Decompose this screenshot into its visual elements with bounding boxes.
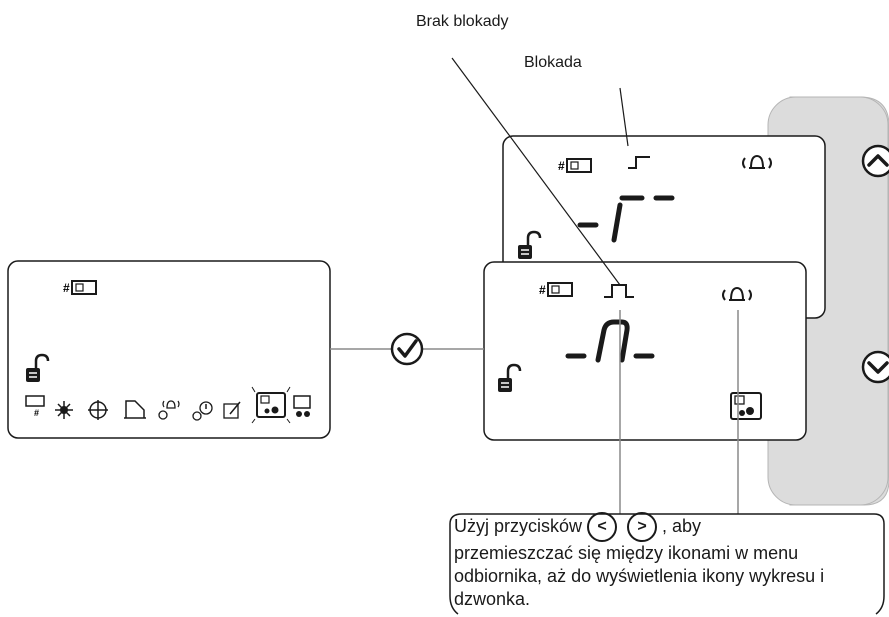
sun-icon: [55, 401, 73, 419]
door-frame-icon: [124, 400, 146, 419]
display-front: #: [483, 261, 807, 441]
svg-text:#: #: [558, 159, 565, 173]
callout-text-after: , aby: [662, 515, 702, 536]
camera-gear-icon: [730, 392, 762, 420]
segment-n: [595, 319, 630, 363]
callout-text-start: Użyj przycisków: [454, 515, 583, 536]
lock-pointer: [619, 87, 629, 147]
lock-signal-icon: [628, 156, 650, 169]
monitor-gear-icon: [293, 395, 311, 417]
unlock-icon: [26, 353, 50, 382]
segment-r: [611, 195, 645, 243]
camera-hash-icon: #: [63, 280, 97, 295]
no-lock-pointer: [451, 57, 621, 286]
callout-box: [449, 513, 885, 615]
chevron-down-icon: [867, 361, 889, 374]
timer-bell-icon: [158, 400, 180, 420]
callout-text: Użyj przycisków< >, aby przemieszczać się…: [454, 512, 884, 611]
chevron-right-icon: >: [627, 512, 658, 542]
crosshair-icon: [88, 400, 108, 420]
camera-hash-icon: #: [539, 282, 573, 297]
display-left: # #: [7, 260, 331, 439]
svg-text:#: #: [63, 281, 70, 295]
confirm-button[interactable]: [390, 332, 424, 366]
svg-text:#: #: [539, 283, 546, 297]
unlock-icon: [518, 230, 542, 259]
edit-icon: [223, 401, 241, 419]
callout-line-1: Użyj przycisków< >, aby: [454, 512, 884, 542]
timer-alert-icon: [192, 401, 213, 421]
lock-label: Blokada: [524, 54, 582, 71]
pulse-signal-icon: [604, 284, 634, 298]
down-button[interactable]: [861, 350, 889, 384]
callout-rest: przemieszczać się między ikonami w menu …: [454, 543, 825, 609]
camera-hash-icon: #: [558, 158, 592, 173]
ring-bell-icon: [722, 286, 752, 301]
chevron-up-icon: [867, 154, 889, 167]
up-button[interactable]: [861, 144, 889, 178]
unlock-icon: [498, 363, 522, 392]
check-icon: [397, 339, 418, 358]
no-lock-label: Brak blokady: [416, 13, 509, 30]
ring-bell-icon: [742, 154, 772, 169]
chevron-left-icon: <: [587, 512, 618, 542]
camera-gear-icon-selected: [251, 386, 291, 424]
camera-hash-small-icon: #: [25, 395, 45, 418]
svg-text:#: #: [34, 408, 39, 418]
